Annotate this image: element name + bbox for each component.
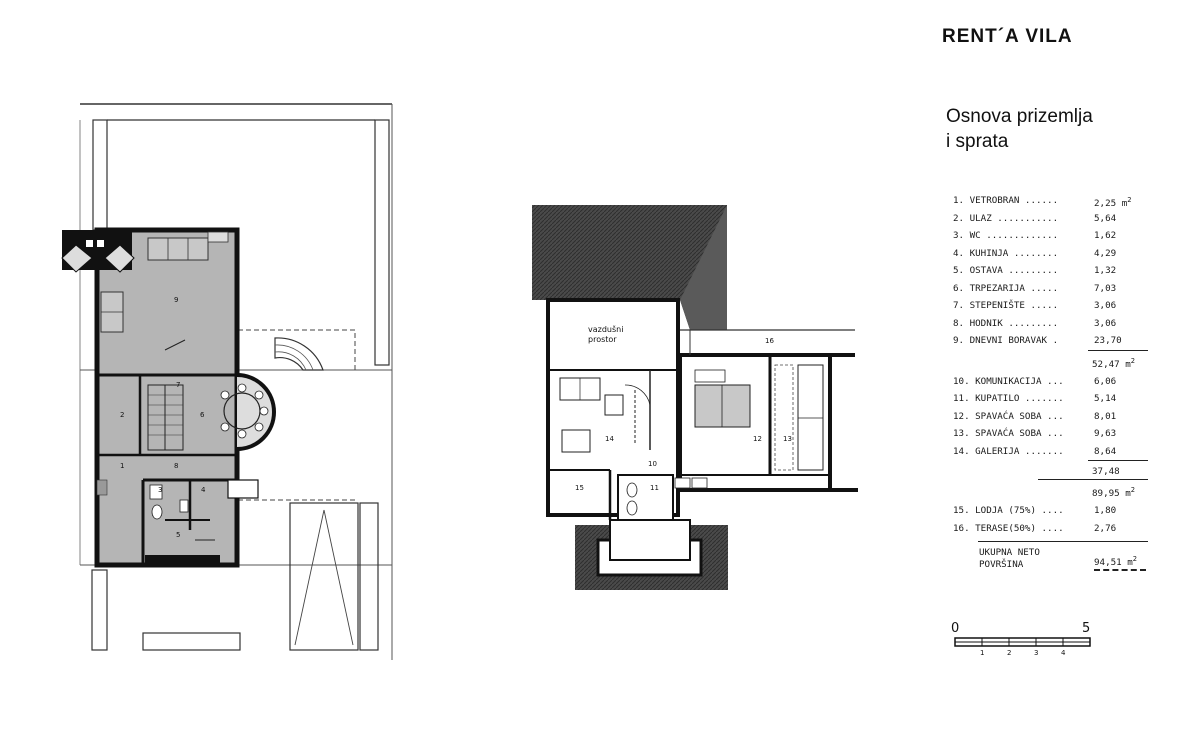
- legend-row: 2. ULAZ ........... 5,64: [953, 210, 1153, 228]
- ground-subtotal: 52,47 m2: [953, 349, 1153, 370]
- legend-row: 15. LODJA (75%) .... 1,80: [953, 502, 1153, 520]
- subtitle-line1: Osnova prizemlja: [946, 106, 1093, 127]
- legend-room-value: 1,80: [1094, 505, 1117, 516]
- total-rule: [1038, 479, 1148, 480]
- room-number: 3: [158, 486, 163, 494]
- legend-room-label: 7. STEPENIŠTE .....: [953, 300, 1059, 311]
- legend-row: 6. TRPEZARIJA ..... 7,03: [953, 280, 1153, 298]
- subtotal-rule: [1088, 460, 1148, 461]
- room-number: 14: [605, 435, 614, 443]
- room-number: 8: [174, 462, 179, 470]
- scale-tick-label: 1: [980, 649, 985, 657]
- page-title: RENT´A VILA: [942, 26, 1073, 47]
- room-number: 10: [648, 460, 657, 468]
- room-number: 13: [783, 435, 792, 443]
- room-number: 15: [575, 484, 584, 492]
- legend-room-value: 1,62: [1094, 230, 1117, 241]
- room-number: 4: [201, 486, 206, 494]
- legend-room-value: 3,06: [1094, 317, 1117, 329]
- legend-room-label: 16. TERASE(50%) ....: [953, 522, 1064, 534]
- scale-tick-label: 4: [1061, 649, 1066, 657]
- legend-room-label: 11. KUPATILO .......: [953, 393, 1064, 404]
- legend-room-value: 8,64: [1094, 445, 1117, 457]
- room-number: 9: [174, 296, 179, 304]
- legend-room-value: 2,76: [1094, 522, 1117, 534]
- legend-room-label: 10. KOMUNIKACIJA ...: [953, 375, 1064, 387]
- room-number: 11: [650, 484, 659, 492]
- scale-bar: [954, 637, 1091, 647]
- scale-tick-label: 3: [1034, 649, 1039, 657]
- legend-room-value: 1,32: [1094, 265, 1117, 276]
- upper-subtotal: 37,48: [953, 460, 1153, 479]
- room-number: 5: [176, 531, 181, 539]
- scale-tick-label: 2: [1007, 649, 1012, 657]
- legend-room-value: 3,06: [1094, 300, 1117, 311]
- upper-floor-plan: [532, 205, 858, 590]
- net-total-value: 94,51 m2: [1094, 555, 1137, 569]
- void-space-label: vazdušni prostor: [588, 325, 623, 345]
- legend-row: 5. OSTAVA ......... 1,32: [953, 262, 1153, 280]
- void-label-line1: vazdušni: [588, 325, 624, 334]
- legend-room-label: 14. GALERIJA .......: [953, 445, 1064, 457]
- combined-total-value: 89,95 m2: [1092, 486, 1135, 500]
- room-number: 2: [120, 411, 125, 419]
- legend-room-label: 2. ULAZ ...........: [953, 212, 1059, 224]
- legend-room-value: 23,70: [1094, 335, 1122, 346]
- legend-row: 1. VETROBRAN ...... 2,25 m2: [953, 192, 1153, 210]
- scale-start-label: 0: [951, 621, 960, 636]
- legend-room-value: 7,03: [1094, 282, 1117, 294]
- legend-room-value: 6,06: [1094, 375, 1117, 387]
- void-label-line2: prostor: [588, 335, 617, 344]
- legend-room-value: 9,63: [1094, 428, 1117, 439]
- legend-row: 3. WC ............. 1,62: [953, 227, 1153, 245]
- legend-row: 4. KUHINJA ........ 4,29: [953, 245, 1153, 263]
- upper-subtotal-value: 37,48: [1092, 466, 1120, 477]
- legend-row: 16. TERASE(50%) .... 2,76: [953, 520, 1153, 538]
- legend-room-label: 1. VETROBRAN ......: [953, 195, 1059, 206]
- legend-room-label: 8. HODNIK .........: [953, 317, 1059, 329]
- ground-floor-plan: [61, 103, 393, 660]
- subtitle-line2: i sprata: [946, 131, 1009, 152]
- legend-room-value: 8,01: [1094, 410, 1117, 422]
- legend-room-label: 9. DNEVNI BORAVAK .: [953, 335, 1059, 346]
- legend-row: 14. GALERIJA ....... 8,64: [953, 443, 1153, 461]
- legend-row: 11. KUPATILO ....... 5,14: [953, 390, 1153, 408]
- legend-room-label: 15. LODJA (75%) ....: [953, 505, 1064, 516]
- legend-row: 8. HODNIK ......... 3,06: [953, 315, 1153, 333]
- legend-room-label: 5. OSTAVA .........: [953, 265, 1059, 276]
- page-subtitle: Osnova prizemlja i sprata: [946, 104, 1186, 154]
- legend-room-value: 4,29: [1094, 247, 1117, 259]
- net-total-rule: [978, 541, 1148, 542]
- legend-row: 7. STEPENIŠTE ..... 3,06: [953, 297, 1153, 315]
- combined-total: 89,95 m2: [953, 479, 1153, 499]
- room-number: 1: [120, 462, 125, 470]
- net-total: UKUPNA NETO POVRŠINA 94,51 m2: [953, 541, 1153, 579]
- room-number: 7: [176, 381, 181, 389]
- legend-room-value: 2,25 m2: [1094, 196, 1132, 210]
- scale-end-label: 5: [1082, 621, 1091, 636]
- net-total-dashes: [1094, 569, 1146, 571]
- room-number: 12: [753, 435, 762, 443]
- room-number: 6: [200, 411, 205, 419]
- legend-room-value: 5,64: [1094, 212, 1117, 224]
- legend-row: 12. SPAVAĆA SOBA ... 8,01: [953, 408, 1153, 426]
- room-number: 16: [765, 337, 774, 345]
- legend-room-label: 6. TRPEZARIJA .....: [953, 282, 1059, 294]
- legend-room-label: 3. WC .............: [953, 230, 1059, 241]
- legend-row: 9. DNEVNI BORAVAK . 23,70: [953, 332, 1153, 350]
- legend-room-label: 4. KUHINJA ........: [953, 247, 1059, 259]
- legend-row: 13. SPAVAĆA SOBA ... 9,63: [953, 425, 1153, 443]
- area-legend: 1. VETROBRAN ...... 2,25 m2 2. ULAZ .....…: [953, 192, 1153, 579]
- subtotal-rule: [1088, 349, 1148, 351]
- legend-row: 10. KOMUNIKACIJA ... 6,06: [953, 373, 1153, 391]
- ground-subtotal-value: 52,47 m2: [1092, 356, 1135, 370]
- legend-room-value: 5,14: [1094, 393, 1117, 404]
- legend-room-label: 12. SPAVAĆA SOBA ...: [953, 410, 1064, 422]
- legend-room-label: 13. SPAVAĆA SOBA ...: [953, 428, 1064, 439]
- net-total-label: UKUPNA NETO POVRŠINA: [979, 547, 1040, 570]
